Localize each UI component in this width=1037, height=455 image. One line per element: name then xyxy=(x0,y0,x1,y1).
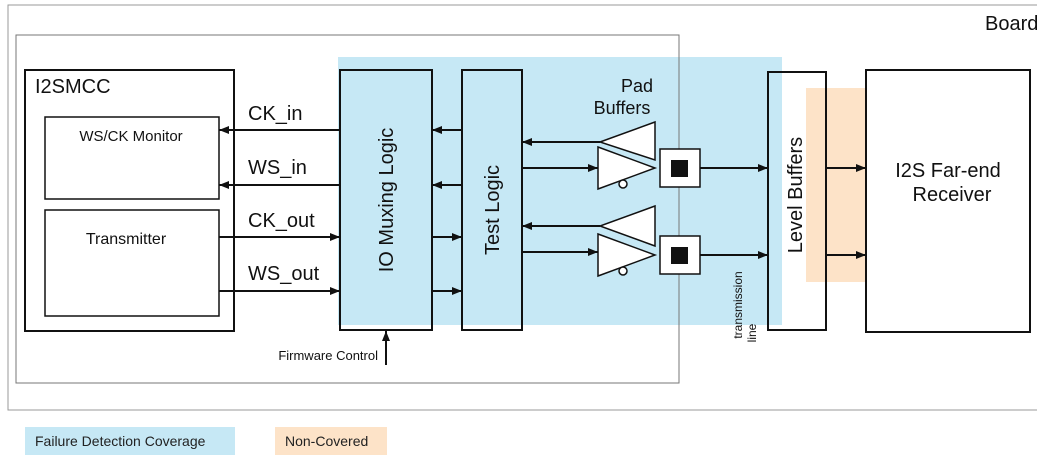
board-outline xyxy=(7,4,1037,411)
test-logic-block xyxy=(461,69,523,331)
output-enable-bubble-2 xyxy=(618,266,628,276)
ws-ck-monitor-block xyxy=(44,116,220,200)
receiver-label-line2: Receiver xyxy=(913,184,992,206)
input-buffer-triangle-2 xyxy=(597,204,656,248)
ck-out-label: CK_out xyxy=(248,210,315,232)
chip-outline xyxy=(15,34,680,384)
pad-1-core xyxy=(671,160,688,177)
legend-failure-detection-coverage: Failure Detection Coverage xyxy=(25,427,235,455)
test-logic-label: Test Logic xyxy=(482,165,504,255)
transmission-line-label-line1: transmission xyxy=(731,271,745,338)
output-buffer-triangle-2 xyxy=(597,232,658,278)
i2s-far-end-receiver-block xyxy=(865,69,1031,333)
receiver-label-line1: I2S Far-end xyxy=(895,160,1001,182)
level-buffers-label: Level Buffers xyxy=(785,137,807,253)
ck-in-label: CK_in xyxy=(248,103,302,125)
failure-detection-coverage-region xyxy=(338,57,782,325)
board-label: Board xyxy=(985,13,1037,35)
architecture-diagram: Board I2SMCC WS/CK Monitor Transmitter C… xyxy=(7,4,1037,411)
firmware-control-label: Firmware Control xyxy=(278,348,378,363)
pad-buffers-label-line1: Pad xyxy=(621,76,653,96)
pad-buffers-label-line2: Buffers xyxy=(594,98,651,118)
i2smcc-label: I2SMCC xyxy=(35,76,111,98)
transmitter-block xyxy=(44,209,220,317)
pad-2-core xyxy=(671,247,688,264)
io-muxing-logic-label: IO Muxing Logic xyxy=(376,128,398,273)
io-muxing-logic-block xyxy=(339,69,433,331)
ws-out-label: WS_out xyxy=(248,263,320,285)
ws-ck-monitor-label: WS/CK Monitor xyxy=(79,128,182,145)
transmission-line-label-line2: line xyxy=(745,323,759,342)
level-buffers-block xyxy=(767,71,827,331)
pad-2 xyxy=(659,235,701,275)
input-buffer-triangle-1 xyxy=(597,120,656,162)
transmitter-label: Transmitter xyxy=(86,231,167,248)
legend-non-covered: Non-Covered xyxy=(275,427,387,455)
output-enable-bubble-1 xyxy=(618,179,628,189)
output-buffer-triangle-1 xyxy=(597,145,658,191)
ws-in-label: WS_in xyxy=(248,157,307,179)
